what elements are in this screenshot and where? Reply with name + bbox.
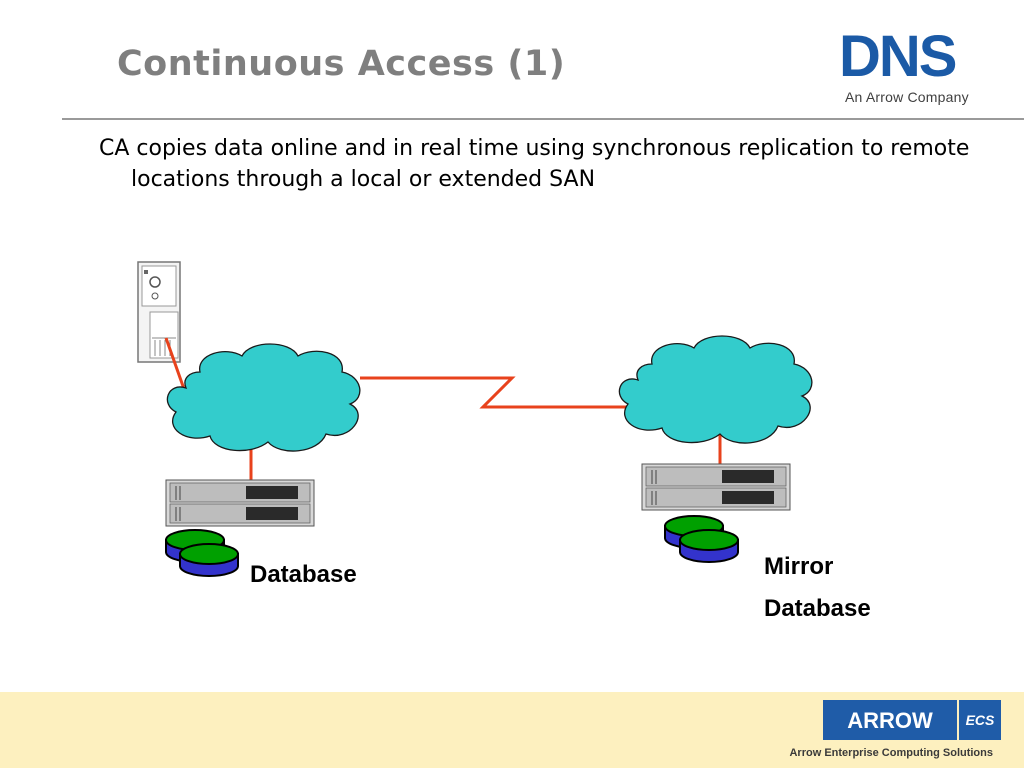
footer-band: ARROW ECS Arrow Enterprise Computing Sol… [0,692,1024,768]
title-divider [62,118,1024,120]
mirror-database-label: Database [764,595,871,622]
database-label: Database [250,561,357,588]
arrow-logo-text: ARROW [847,708,933,733]
dns-logo: DNS [839,24,958,86]
arrow-ecs-logo: ARROW ECS [823,700,1001,740]
logo-subtitle: An Arrow Company [845,89,969,105]
right-database-icon [664,515,739,563]
left-san-cloud [166,343,361,452]
slide-title: Continuous Access (1) [117,44,566,84]
mirror-label: Mirror [764,553,834,580]
dns-logo-text: DNS [839,24,956,86]
right-storage-array-icon [641,463,791,511]
ecs-logo-text: ECS [966,712,995,728]
wan-link [360,376,628,409]
server-tower-icon [137,261,181,363]
left-database-icon [165,529,239,577]
right-san-cloud [618,335,813,444]
body-bullet: CA copies data online and in real time u… [99,136,970,192]
footer-tagline: Arrow Enterprise Computing Solutions [789,747,993,759]
left-storage-array-icon [165,479,315,527]
replication-diagram [137,261,813,577]
